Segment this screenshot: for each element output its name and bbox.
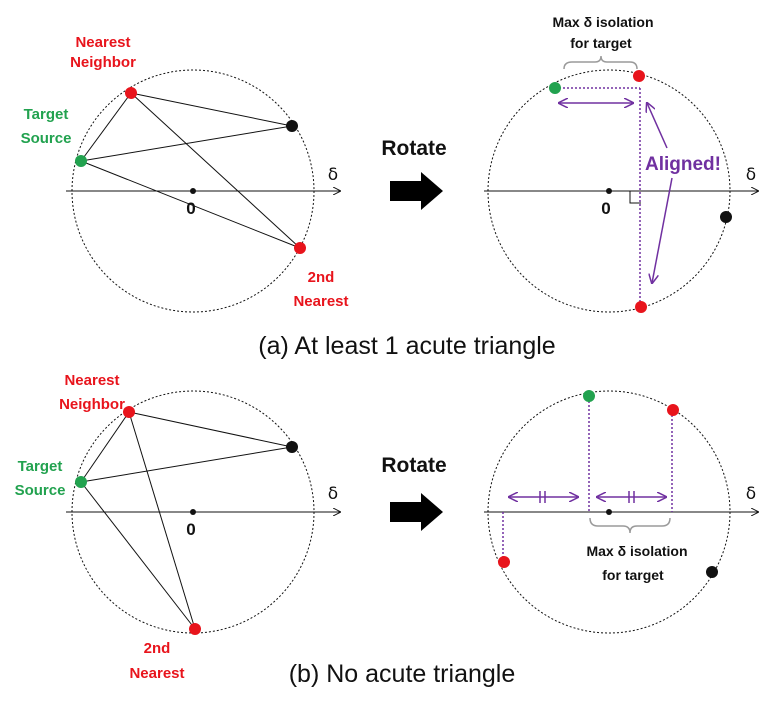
target-source-point [75,155,87,167]
second-label-b-1: 2nd [144,640,171,657]
edge-b-target-black [80,446,293,483]
second-label-b-2: Nearest [129,665,184,682]
rotate-label-a: Rotate [381,137,446,160]
delta-label-b-left: δ [328,484,338,504]
target-source-point-rotated [549,82,561,94]
edge-b-nearest-second [128,411,196,630]
second-label-2: Nearest [293,293,348,310]
edge-b-nearest-target [80,411,130,483]
max-isolation-label-1: Max δ isolation [552,14,653,30]
panel-b-left: Nearest Neighbor Target Source 2nd Neare… [15,372,340,682]
nearest-neighbor-point-b-rotated [667,404,679,416]
delta-label-a-left: δ [328,165,338,185]
black-point-b-rotated [706,566,718,578]
origin-dot-a-right [606,188,612,194]
delta-label-a-right: δ [746,165,756,185]
second-nearest-point-rotated [635,301,647,313]
rotate-a: Rotate [381,137,447,210]
origin-dot-a-left [190,188,196,194]
max-isolation-label-b-1: Max δ isolation [586,543,687,559]
origin-dot-b-left [190,509,196,515]
nearest-label-b-1: Nearest [64,372,119,389]
target-source-point-b-rotated [583,390,595,402]
black-point [286,120,298,132]
target-label-2: Source [21,130,72,147]
target-label-b-1: Target [18,458,63,475]
black-point-b [286,441,298,453]
caption-b: (b) No acute triangle [289,660,516,688]
aligned-arrow-down [652,177,673,283]
edge-nearest-target [80,92,132,162]
aligned-label: Aligned! [645,154,721,175]
panel-a-left: Nearest Neighbor Target Source 2nd Neare… [21,34,349,313]
origin-label-b-left: 0 [186,520,195,539]
second-label-1: 2nd [308,269,335,286]
nearest-neighbor-point [125,87,137,99]
max-isolation-label-2: for target [570,35,632,51]
origin-label-a-right: 0 [601,199,610,218]
origin-label-a-left: 0 [186,199,195,218]
second-nearest-point-b-rotated [498,556,510,568]
black-point-rotated [720,211,732,223]
origin-dot-b-right [606,509,612,515]
max-isolation-label-b-2: for target [602,567,664,583]
edge-target-second [80,160,301,249]
target-label-1: Target [24,106,69,123]
edge-nearest-black [130,92,293,127]
second-nearest-point-b [189,623,201,635]
target-label-b-2: Source [15,482,66,499]
right-angle-mark [629,191,641,204]
edge-target-black [80,125,293,162]
edge-nearest-second [130,92,301,249]
panel-a-right: Max δ isolation for target Aligned! δ 0 [484,14,758,313]
rotate-arrow-b [390,493,443,531]
nearest-neighbor-point-rotated [633,70,645,82]
edge-b-target-second [80,481,196,630]
delta-label-b-right: δ [746,484,756,504]
rotate-b: Rotate [381,454,447,531]
target-source-point-b [75,476,87,488]
nearest-label-1: Nearest [75,34,130,51]
isolation-brace-a [563,55,638,70]
aligned-arrow-up [647,103,668,149]
edge-b-nearest-black [128,411,293,448]
nearest-label-b-2: Neighbor [59,396,125,413]
panel-b-right: Max δ isolation for target δ [484,390,758,634]
isolation-brace-b [589,517,671,534]
nearest-label-2: Neighbor [70,54,136,71]
rotate-arrow-a [390,172,443,210]
caption-a: (a) At least 1 acute triangle [258,332,555,360]
nearest-neighbor-point-b [123,406,135,418]
second-nearest-point [294,242,306,254]
rotate-label-b: Rotate [381,454,446,477]
